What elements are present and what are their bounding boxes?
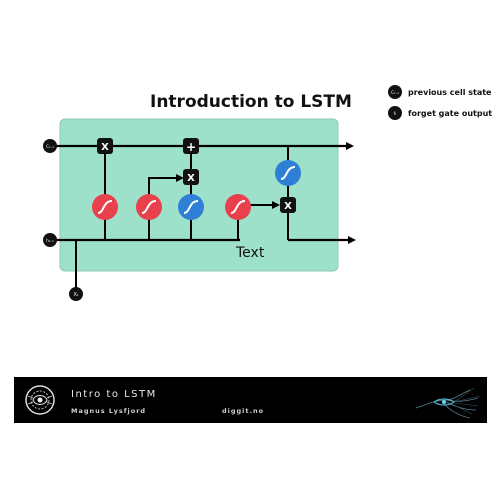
input-multiply-node: X: [183, 169, 199, 185]
legend-forget-gate-label: forget gate output: [408, 108, 493, 118]
output-gate-sigmoid: [225, 194, 251, 220]
input-gate-path: [148, 174, 184, 200]
forget-multiply-symbol: X: [101, 142, 109, 153]
input-multiply-symbol: X: [187, 173, 195, 184]
legend-cell-state-symbol: Cₜ₋₁: [388, 85, 402, 99]
input-gate-sigmoid: [136, 194, 162, 220]
diagram-text-label: Text: [235, 245, 265, 261]
legend-item-forget-gate: fₜ forget gate output: [388, 106, 492, 120]
add-symbol: +: [186, 140, 196, 154]
forget-multiply-node: X: [97, 138, 113, 154]
legend-item-cell-state: Cₜ₋₁ previous cell state: [388, 85, 491, 99]
lstm-cell-box: [59, 118, 339, 272]
add-node: +: [183, 138, 199, 154]
footer-banner: Intro to LSTM Magnus Lysfjord diggit.no: [14, 377, 487, 423]
hidden-prev-input-label: hₜ₋₁: [46, 238, 54, 243]
x-input-label: Xₜ: [74, 292, 79, 298]
output-multiply-node: X: [280, 197, 296, 213]
robot-hand-art: [415, 387, 481, 419]
candidate-tanh: [178, 194, 204, 220]
diagram-title: Introduction to LSTM: [150, 92, 352, 112]
x-input-node: Xₜ: [69, 287, 83, 301]
legend-cell-state-label: previous cell state: [408, 87, 492, 97]
footer-author: Magnus Lysfjord: [71, 407, 147, 415]
forget-gate-sigmoid: [92, 194, 118, 220]
cell-output-tanh: [275, 160, 301, 186]
output-multiply-symbol: X: [284, 201, 292, 212]
footer-site: diggit.no: [222, 407, 265, 415]
cell-prev-input-label: Cₜ₋₁: [46, 144, 54, 149]
brain-logo-icon: [25, 385, 55, 415]
legend-forget-gate-symbol: fₜ: [388, 106, 402, 120]
hidden-prev-input-node: hₜ₋₁: [43, 233, 57, 247]
cell-prev-input-node: Cₜ₋₁: [43, 139, 57, 153]
footer-title: Intro to LSTM: [71, 389, 157, 400]
